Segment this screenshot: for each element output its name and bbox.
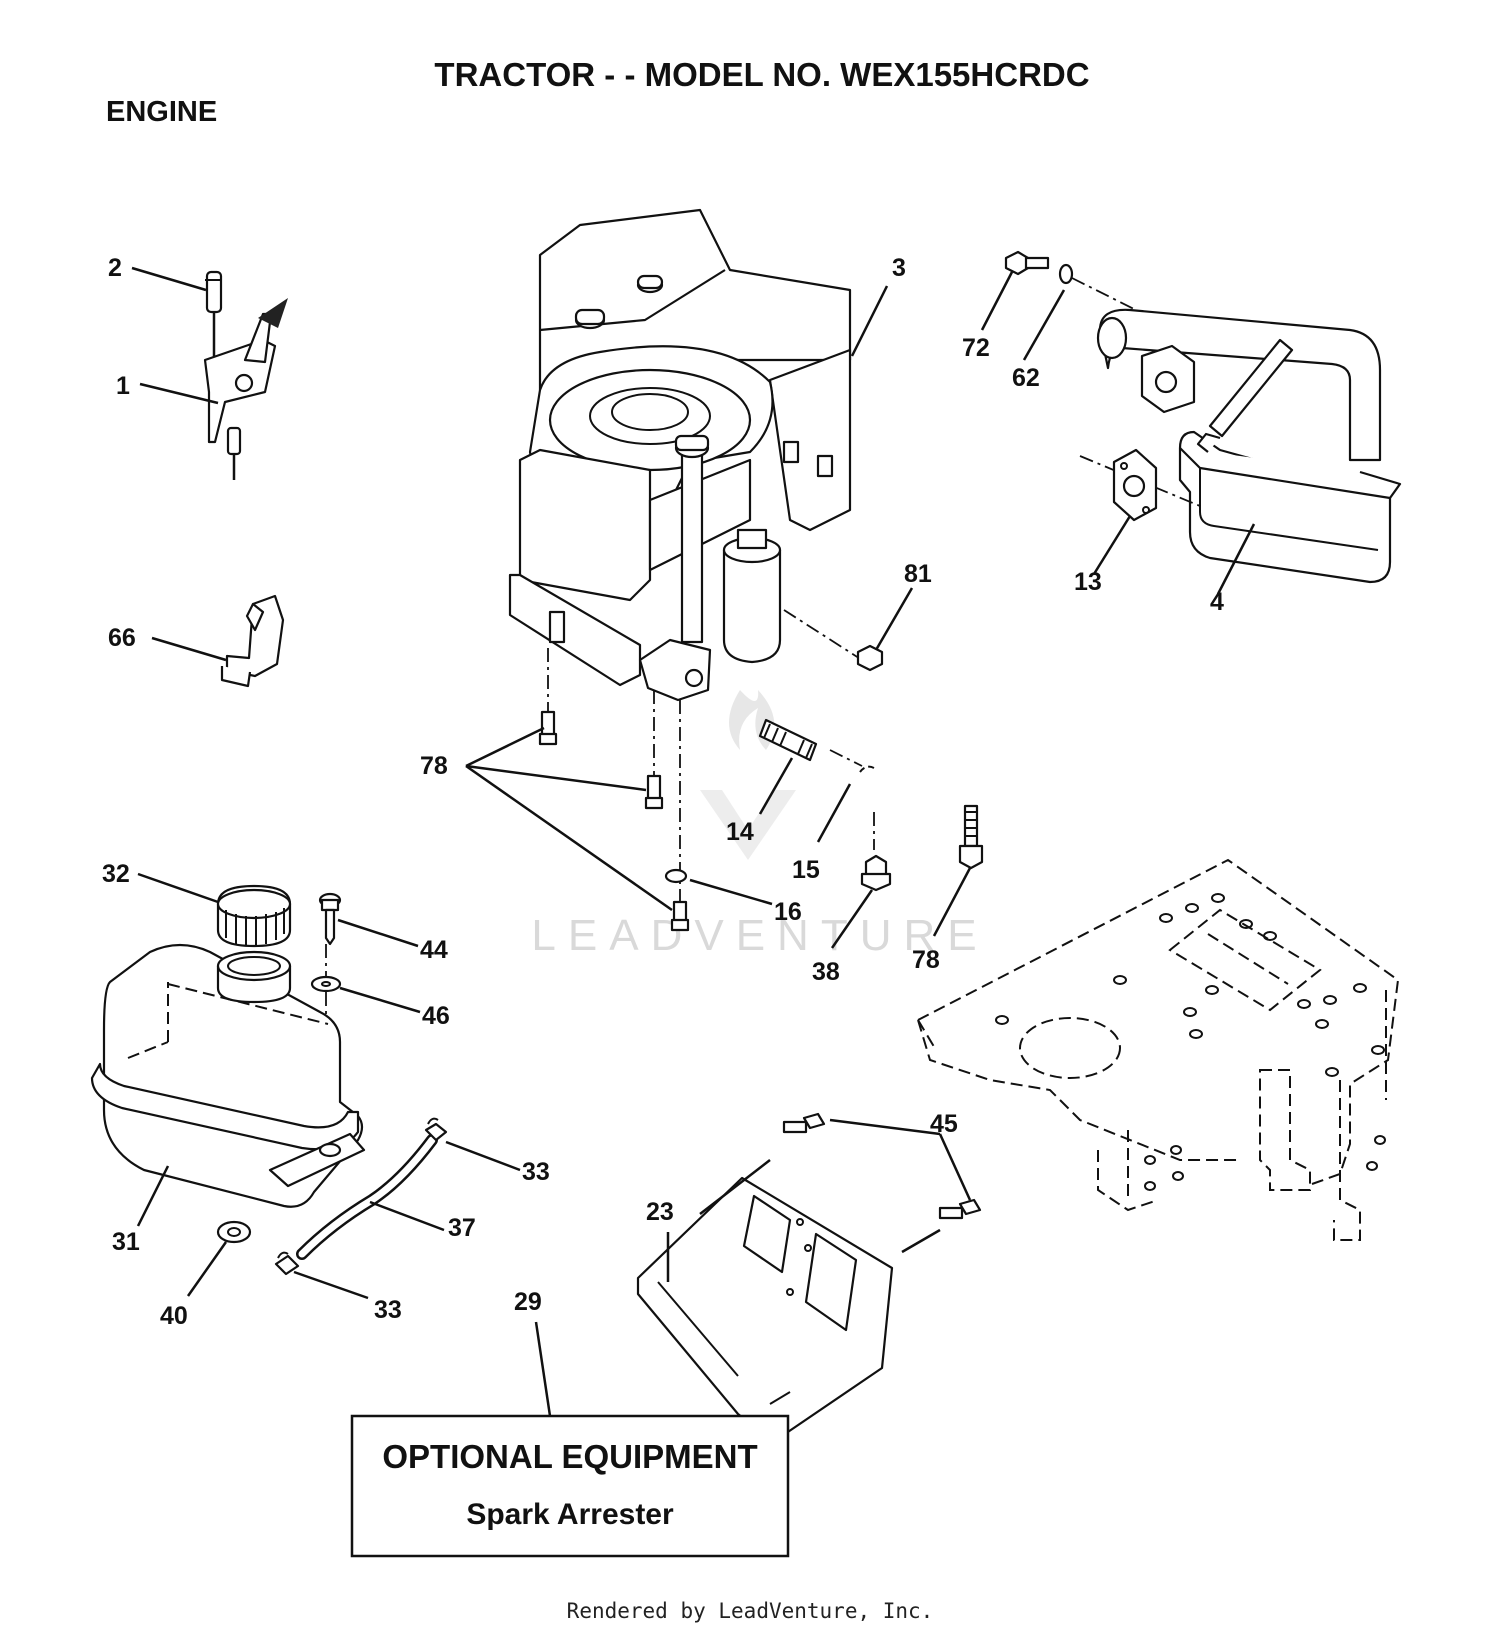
callout-78-left: 78 — [420, 752, 448, 780]
optional-equipment-title: OPTIONAL EQUIPMENT — [382, 1438, 757, 1475]
callout-62: 62 — [1012, 364, 1040, 392]
callout-32: 32 — [102, 860, 130, 888]
callout-15: 15 — [792, 856, 820, 884]
watermark: LEADVENTURE — [531, 690, 988, 960]
callout-31: 31 — [112, 1228, 140, 1256]
part-screen-screw-bottom — [938, 1198, 982, 1220]
callout-29: 29 — [514, 1288, 542, 1316]
footer-credit: Rendered by LeadVenture, Inc. — [567, 1599, 934, 1623]
callout-14: 14 — [726, 818, 754, 846]
part-drain-plug — [860, 854, 892, 892]
callout-33-bottom: 33 — [374, 1296, 402, 1324]
part-bolts-78 — [538, 710, 690, 932]
frame-holes — [995, 893, 1386, 1191]
part-muffler-gasket — [1112, 448, 1158, 522]
callout-46: 46 — [422, 1002, 450, 1030]
part-washer-16 — [664, 868, 688, 884]
callout-16: 16 — [774, 898, 802, 926]
part-tank-washer — [310, 975, 342, 993]
part-fuel-line — [296, 1134, 438, 1260]
callout-4: 4 — [1210, 588, 1224, 616]
callout-labels: 2 1 66 3 72 62 13 4 81 78 14 15 16 38 78… — [102, 254, 1224, 1330]
part-fuel-tank — [90, 943, 366, 1208]
part-frame — [917, 858, 1400, 1241]
callout-3: 3 — [892, 254, 906, 282]
part-throttle-control — [203, 270, 288, 480]
part-tank-screw — [318, 892, 342, 946]
part-bushing — [216, 1220, 252, 1244]
watermark-text: LEADVENTURE — [531, 911, 988, 960]
part-pipe-nipple — [758, 718, 818, 762]
callout-81: 81 — [904, 560, 932, 588]
optional-equipment-subtitle: Spark Arrester — [466, 1498, 674, 1531]
part-muffler-washer — [1058, 263, 1074, 285]
part-clip — [220, 594, 285, 688]
part-engine — [508, 208, 852, 702]
part-muffler — [1096, 308, 1402, 584]
part-nut — [856, 644, 884, 672]
section-title: ENGINE — [106, 96, 217, 128]
callout-37: 37 — [448, 1214, 476, 1242]
callout-78-right: 78 — [912, 946, 940, 974]
callout-40: 40 — [160, 1302, 188, 1330]
callout-2: 2 — [108, 254, 122, 282]
callout-44: 44 — [420, 936, 448, 964]
callout-33-top: 33 — [522, 1158, 550, 1186]
part-screen-screw-top — [782, 1112, 826, 1134]
part-bolt-78-right — [958, 804, 984, 870]
callout-72: 72 — [962, 334, 990, 362]
page-title: TRACTOR - - MODEL NO. WEX155HCRDC — [434, 56, 1089, 93]
part-fuel-cap — [216, 884, 292, 948]
part-hose-clamp-bottom — [274, 1251, 300, 1276]
optional-equipment-box: OPTIONAL EQUIPMENT Spark Arrester — [350, 1414, 790, 1558]
callout-1: 1 — [116, 372, 130, 400]
part-muffler-screw — [1004, 250, 1050, 276]
part-spark-screen — [636, 1176, 894, 1438]
callout-38: 38 — [812, 958, 840, 986]
part-hose-clamp-top — [424, 1117, 448, 1142]
callout-13: 13 — [1074, 568, 1102, 596]
callout-23: 23 — [646, 1198, 674, 1226]
callout-66: 66 — [108, 624, 136, 652]
callout-45: 45 — [930, 1110, 958, 1138]
